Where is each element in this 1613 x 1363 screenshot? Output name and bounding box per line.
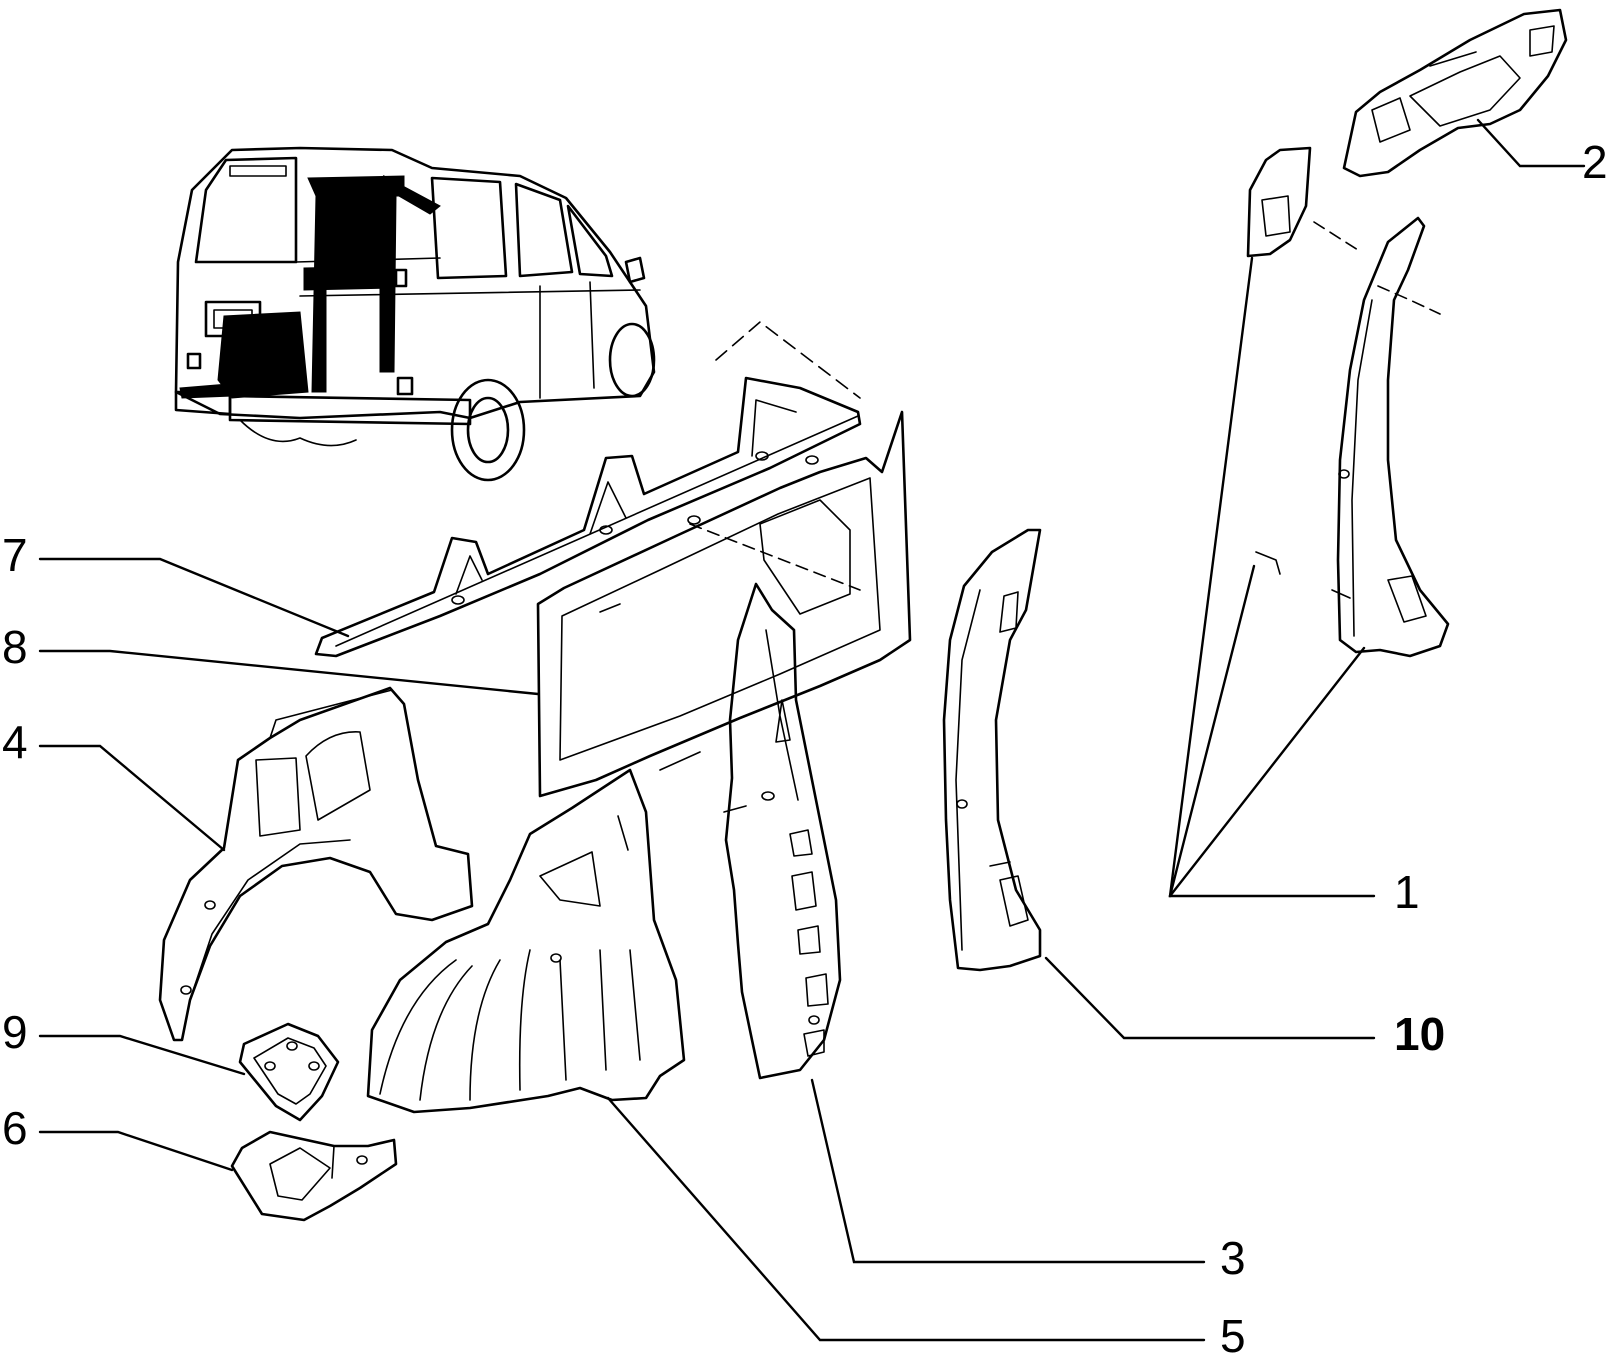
leader-1c xyxy=(1168,646,1366,898)
leader-7 xyxy=(38,557,350,638)
callout-1: 1 xyxy=(1394,866,1420,918)
callout-5: 5 xyxy=(1220,1310,1246,1362)
part-1-pillar-assembly xyxy=(1246,146,1450,658)
leader-1 xyxy=(1168,256,1376,898)
part-9-gusset-plate xyxy=(238,1022,340,1122)
part-2-upper-corner-panel xyxy=(1342,8,1568,178)
callout-4: 4 xyxy=(2,716,28,768)
leader-4 xyxy=(38,744,226,852)
part-3-pillar-reinforcement xyxy=(723,582,842,1080)
callout-9: 9 xyxy=(2,1006,28,1058)
leader-6 xyxy=(38,1130,234,1172)
leader-9 xyxy=(38,1034,246,1076)
callout-7: 7 xyxy=(2,529,28,581)
part-6-bracket xyxy=(230,1130,398,1222)
callout-3: 3 xyxy=(1220,1232,1246,1284)
callout-8: 8 xyxy=(2,621,28,673)
leader-1b xyxy=(1168,564,1256,898)
part-7-floor-crossmember xyxy=(314,321,862,658)
part-8-inner-side-panel xyxy=(536,410,912,798)
leader-10 xyxy=(1044,956,1376,1040)
callout-2: 2 xyxy=(1582,136,1608,188)
part-10-pillar-inner xyxy=(942,528,1042,972)
leader-2 xyxy=(1476,118,1586,168)
leader-8 xyxy=(38,649,540,696)
part-4-quarter-inner-panel xyxy=(158,686,474,1042)
callout-10: 10 xyxy=(1394,1008,1445,1060)
part-5-wheelhouse xyxy=(366,768,686,1114)
callout-numbers: 7 8 4 9 6 5 3 10 1 2 xyxy=(2,136,1608,1362)
leader-5 xyxy=(606,1096,1206,1342)
leader-3 xyxy=(810,1078,1206,1264)
callout-6: 6 xyxy=(2,1102,28,1154)
van-locator-illustration xyxy=(174,146,656,482)
callout-leader-lines xyxy=(38,118,1586,1342)
